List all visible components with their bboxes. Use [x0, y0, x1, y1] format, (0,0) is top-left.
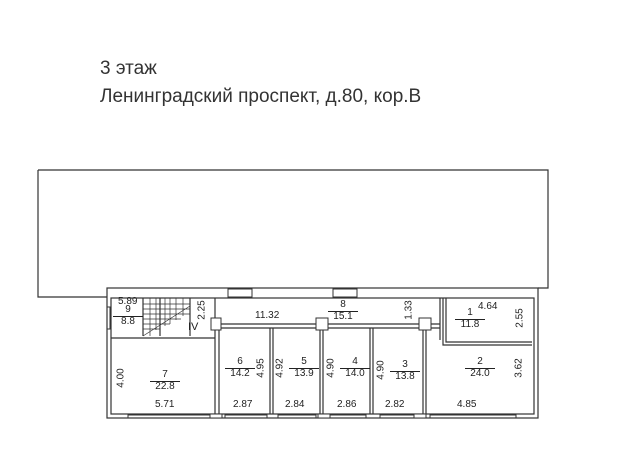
dim-stair-height: 2.25 — [196, 300, 208, 320]
stair-label: IV — [188, 321, 199, 333]
dim-r1-width: 4.64 — [478, 301, 498, 312]
dim-r4-width: 2.86 — [337, 399, 357, 410]
dim-r2-height: 3.62 — [513, 358, 525, 378]
address-title: Ленинградский проспект, д.80, кор.В — [100, 86, 422, 107]
floor-title: 3 этаж — [100, 58, 157, 79]
dim-r5-height: 4.92 — [274, 358, 286, 378]
dim-r3-height: 4.90 — [375, 360, 387, 380]
dim-r9-width: 5.89 — [118, 296, 138, 307]
dim-r7-height: 4.00 — [115, 368, 127, 388]
dim-r3-width: 2.82 — [385, 399, 405, 410]
dim-r6-height: 4.95 — [255, 358, 267, 378]
dim-corridor-height: 1.33 — [403, 300, 415, 320]
dim-r2-width: 4.85 — [457, 399, 477, 410]
dim-r7-width: 5.71 — [155, 399, 175, 410]
dim-r4-height: 4.90 — [325, 358, 337, 378]
dim-r5-width: 2.84 — [285, 399, 305, 410]
dim-r1-height: 2.55 — [514, 308, 526, 328]
dim-corridor-length: 11.32 — [255, 310, 280, 321]
dim-r6-width: 2.87 — [233, 399, 253, 410]
